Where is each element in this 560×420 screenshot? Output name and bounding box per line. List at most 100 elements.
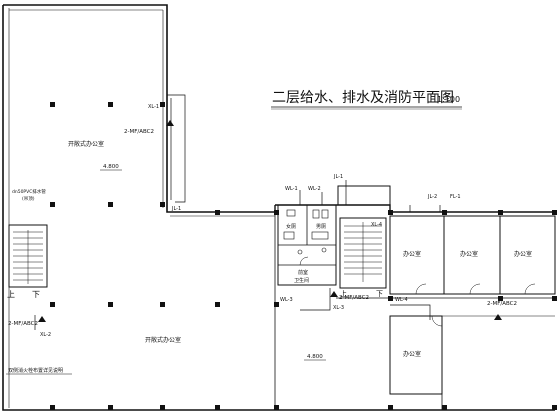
column <box>50 102 55 107</box>
pipe-tag-jl-top: JL-1 <box>171 206 181 212</box>
stair-core-up: 上 <box>340 289 347 298</box>
toilet-fixture <box>286 209 296 217</box>
stair-west-up: 上 <box>7 290 15 299</box>
column <box>50 202 55 207</box>
column <box>50 405 55 410</box>
wall-upper-block <box>2 4 555 411</box>
building-walls <box>2 4 556 411</box>
pipe-tag-wl4: WL-4 <box>395 297 408 303</box>
room-female-wc: 女厕 <box>286 223 296 230</box>
pipe-tag-wl3: WL-3 <box>280 297 293 303</box>
door-swings <box>299 256 536 327</box>
column <box>552 210 557 215</box>
elevation-upper: 4.800 <box>103 164 119 170</box>
column <box>108 405 113 410</box>
column <box>388 296 393 301</box>
room-open-office-lower: 开敞式办公室 <box>145 336 181 344</box>
elevation-lower: 4.800 <box>307 354 323 360</box>
pipe-run-jl <box>409 205 441 212</box>
pipe-note: dn50PVC排水管 <box>12 188 46 195</box>
column <box>442 210 447 215</box>
column <box>108 102 113 107</box>
toilet-fixture <box>321 209 329 219</box>
pipe-run-xl <box>300 288 331 311</box>
column <box>108 302 113 307</box>
column <box>215 210 220 215</box>
extinguisher-label-1: 2-MF/ABC2 <box>124 129 154 135</box>
pipe-tags: XL-1 XL-2 XL-3 XL-4 WL-1 WL-2 WL-3 WL-4 … <box>40 104 461 338</box>
stair-core: 上 下 <box>339 217 387 298</box>
extinguisher-label-3: 2-MF/ABC2 <box>339 295 369 301</box>
stair-west-down: 下 <box>32 290 40 299</box>
column <box>274 405 279 410</box>
column <box>388 405 393 410</box>
extinguisher-icon <box>494 314 502 320</box>
office-room-4 <box>389 315 443 395</box>
toilet-fixture <box>312 209 320 219</box>
pipe-tag-xl2: XL-2 <box>40 332 51 338</box>
room-office-1: 办公室 <box>403 250 421 258</box>
stair-west-treads <box>13 230 43 284</box>
pipe-tag-wl2: WL-2 <box>308 186 321 192</box>
column <box>498 210 503 215</box>
door-swing <box>415 283 427 295</box>
column <box>388 210 393 215</box>
bottom-note: 双侧消火栓布置详见说明 <box>8 367 63 374</box>
pipe-tag-jl1: JL-1 <box>333 174 343 180</box>
roof-box <box>337 185 391 206</box>
room-male-wc: 男厕 <box>316 224 326 230</box>
door-swing <box>469 283 481 295</box>
office-room-3 <box>499 215 556 295</box>
stair-core-treads <box>344 222 382 282</box>
floor-drain <box>321 247 327 253</box>
title-block: 二层给水、排水及消防平面图 1:100 <box>271 90 462 110</box>
annotations: 4.800 4.800 dn50PVC排水管 (吊顶) 双侧消火栓布置详见说明 <box>6 164 326 375</box>
stair-west: 上 下 <box>7 224 48 299</box>
column <box>160 302 165 307</box>
pipe-tag-jl2: JL-2 <box>427 194 437 200</box>
extinguisher-label-2: 2-MF/ABC2 <box>8 321 38 327</box>
drawing-title: 二层给水、排水及消防平面图 <box>272 90 454 106</box>
extinguisher-label-4: 2-MF/ABC2 <box>487 301 517 307</box>
column <box>498 296 503 301</box>
door-swing <box>524 283 536 295</box>
stair-west-box <box>8 224 48 288</box>
riser-duct-upper <box>167 94 186 203</box>
room-open-office-upper: 开敞式办公室 <box>68 140 104 148</box>
pipe-lines <box>34 180 441 330</box>
door-swing <box>299 256 309 266</box>
extinguisher-icon <box>38 316 46 322</box>
room-labels: 开敞式办公室 开敞式办公室 办公室 办公室 办公室 办公室 女厕 男厕 前室 卫… <box>68 140 532 358</box>
room-anteroom: 前室 <box>298 269 308 276</box>
pipe-note-2: (吊顶) <box>22 196 35 202</box>
column <box>50 302 55 307</box>
pipe-run-lower <box>390 304 431 320</box>
wc-fixtures <box>283 209 329 255</box>
room-sanitary: 卫生间 <box>294 277 309 284</box>
pipe-tag-xl1: XL-1 <box>148 104 159 110</box>
structural-columns <box>50 102 557 410</box>
room-office-4: 办公室 <box>403 350 421 358</box>
stair-core-down: 下 <box>376 290 383 298</box>
sink-fixture <box>311 231 329 240</box>
column <box>160 102 165 107</box>
pipe-tag-fl1: FL-1 <box>450 194 461 200</box>
column <box>215 405 220 410</box>
column <box>552 405 557 410</box>
extinguisher-markers: 2-MF/ABC2 2-MF/ABC2 2-MF/ABC2 2-MF/ABC2 <box>8 120 517 327</box>
stair-core-box <box>339 217 387 289</box>
room-office-3: 办公室 <box>514 250 532 258</box>
floor-drain <box>297 249 303 255</box>
door-swing <box>431 315 443 327</box>
drawing-scale: 1:100 <box>437 95 460 104</box>
column <box>274 210 279 215</box>
pipe-tag-xl4: XL-4 <box>371 222 382 228</box>
pipe-tag-xl3: XL-3 <box>333 305 344 311</box>
column <box>108 202 113 207</box>
column <box>442 405 447 410</box>
sink-fixture <box>283 231 295 240</box>
wall-core <box>274 204 555 213</box>
extinguisher-icon <box>330 291 338 297</box>
column <box>552 296 557 301</box>
